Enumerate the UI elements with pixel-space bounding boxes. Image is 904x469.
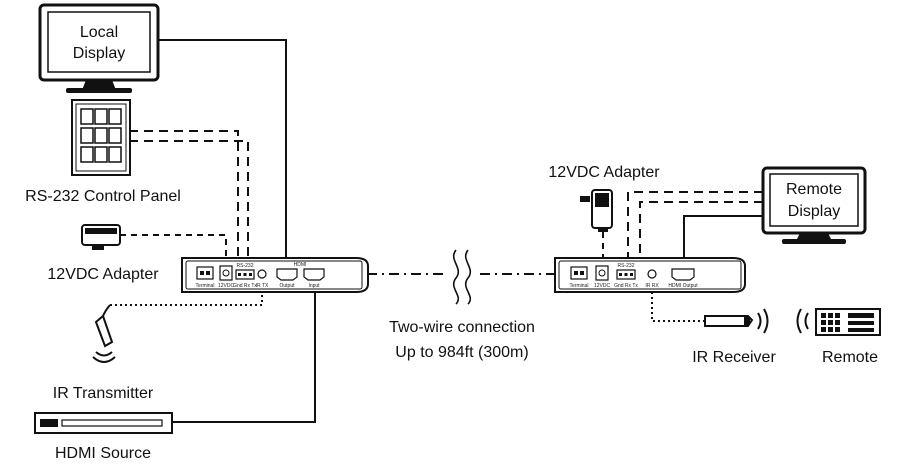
receiver-unit: Terminal 12VDC RS-232 Gnd Rx Tx IR RX HD… xyxy=(554,257,746,293)
remote-display: Remote Display xyxy=(761,166,867,244)
tx-ir-port: IR TX xyxy=(256,269,269,289)
connection-label-line2: Up to 984ft (300m) xyxy=(395,344,528,361)
connection-label-line1: Two-wire connection xyxy=(389,319,535,336)
rs232-control-panel: RS-232 Control Panel xyxy=(25,99,181,205)
power-adapter-right: 12VDC Adapter xyxy=(548,164,660,232)
hdmi-cable-local-display xyxy=(150,39,287,258)
hdmi-cable-remote-display xyxy=(683,215,763,258)
rx-hdmi-output-port: HDMI Output xyxy=(668,268,698,289)
ir-cable-right xyxy=(651,292,705,322)
ir-transmitter: IR Transmitter xyxy=(53,304,154,402)
hdmi-cable-source xyxy=(172,292,316,423)
svg-text:HDMI Output: HDMI Output xyxy=(668,283,698,289)
rx-terminal-port: Terminal xyxy=(570,266,589,289)
remote-display-label-line1: Remote xyxy=(786,181,842,198)
svg-text:12VDC: 12VDC xyxy=(594,283,611,289)
rs232-cable-right xyxy=(627,191,763,258)
svg-text:IR TX: IR TX xyxy=(256,283,269,289)
svg-text:Gnd Rx Tx: Gnd Rx Tx xyxy=(233,283,257,289)
keypad-buttons xyxy=(80,108,122,163)
cable-break-symbol xyxy=(452,249,472,305)
tx-rs232-port: RS-232 Gnd Rx Tx xyxy=(233,263,257,289)
tx-hdmi-heading: HDMI xyxy=(294,262,307,268)
svg-text:Input: Input xyxy=(308,283,320,289)
local-display-label-line2: Display xyxy=(73,45,125,62)
rx-ir-port: IR RX xyxy=(645,269,659,289)
hdmi-source: HDMI Source xyxy=(34,412,173,462)
svg-text:RS-232: RS-232 xyxy=(237,263,254,269)
svg-text:Gnd Rx Tx: Gnd Rx Tx xyxy=(614,283,638,289)
remote-control: Remote xyxy=(796,308,881,366)
ir-receiver: IR Receiver xyxy=(692,308,776,366)
tx-power-port: 12VDC xyxy=(218,265,235,289)
remote-display-label-line2: Display xyxy=(788,203,840,220)
remote-buttons xyxy=(821,313,874,332)
ir-cable-left xyxy=(110,292,263,306)
rx-power-port: 12VDC xyxy=(594,265,611,289)
power-adapter-left: 12VDC Adapter xyxy=(47,224,159,283)
remote-signal-icon xyxy=(796,308,809,334)
svg-text:Terminal: Terminal xyxy=(196,283,215,289)
svg-text:Terminal: Terminal xyxy=(570,283,589,289)
tx-hdmi-input-port: Input xyxy=(303,268,325,289)
svg-text:12VDC: 12VDC xyxy=(218,283,235,289)
transmitter-unit: Terminal 12VDC RS-232 Gnd Rx Tx IR TX HD… xyxy=(181,257,369,293)
hdmi-source-label: HDMI Source xyxy=(55,445,151,462)
svg-text:RS-232: RS-232 xyxy=(618,263,635,269)
svg-text:Output: Output xyxy=(279,283,295,289)
power-cable-left xyxy=(120,234,227,258)
local-display-label-line1: Local xyxy=(80,24,118,41)
ir-receiver-signal-icon xyxy=(757,308,769,334)
adapter-right-label: 12VDC Adapter xyxy=(548,164,660,181)
rs232-panel-label: RS-232 Control Panel xyxy=(25,188,181,205)
remote-label: Remote xyxy=(822,349,878,366)
ir-receiver-label: IR Receiver xyxy=(692,349,776,366)
ir-transmitter-label: IR Transmitter xyxy=(53,385,154,402)
ir-transmitter-signal-icon xyxy=(92,351,116,363)
svg-text:IR RX: IR RX xyxy=(645,283,659,289)
tx-terminal-port: Terminal xyxy=(196,266,215,289)
adapter-left-label: 12VDC Adapter xyxy=(47,266,159,283)
rx-rs232-port: RS-232 Gnd Rx Tx xyxy=(614,263,638,289)
cable-layer xyxy=(150,39,763,423)
rs232-cable-left xyxy=(129,130,249,258)
tx-hdmi-output-port: Output xyxy=(276,268,298,289)
local-display: Local Display xyxy=(38,3,160,93)
